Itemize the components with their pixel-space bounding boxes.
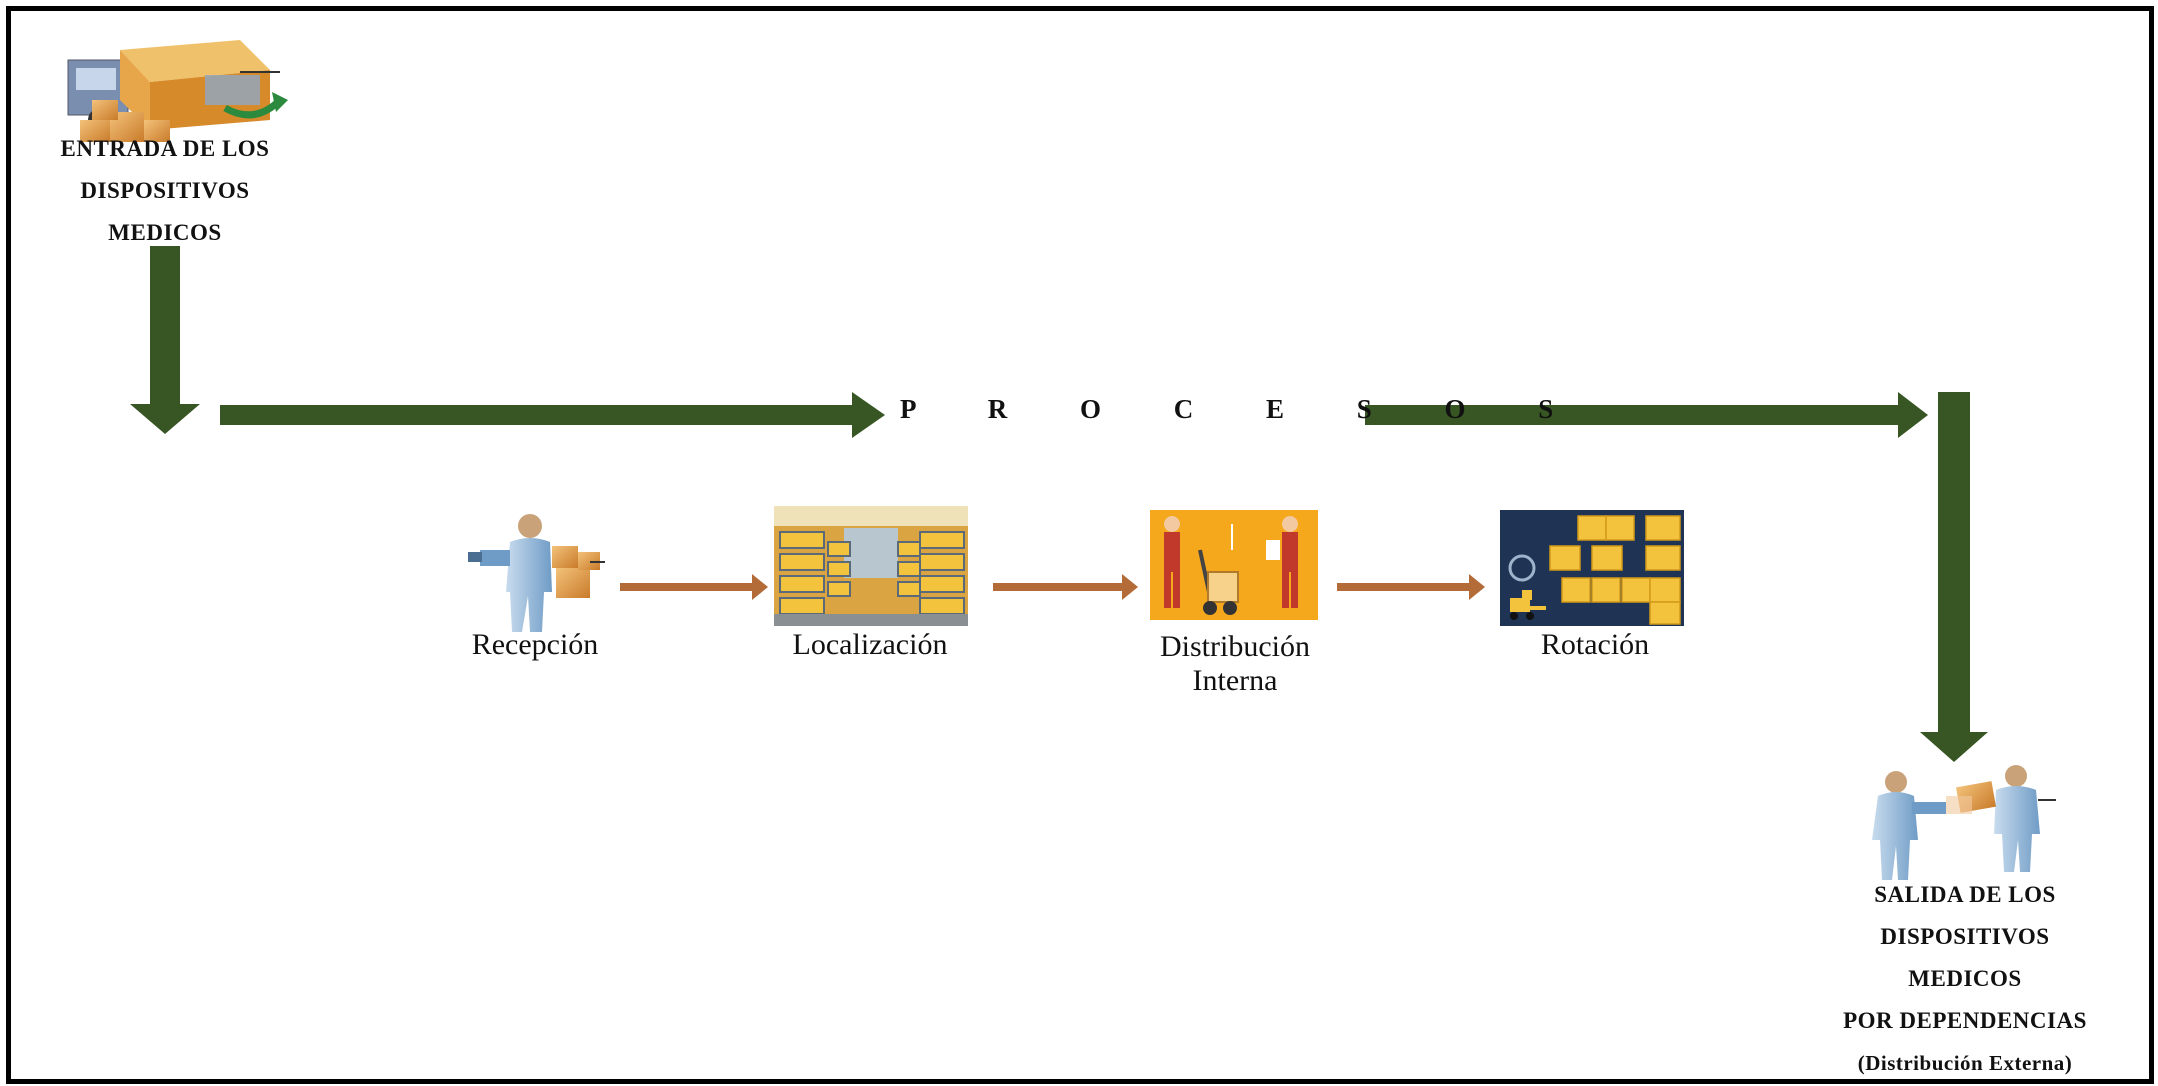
processes-label: P R O C E S O S xyxy=(900,394,1587,424)
step-label-line: Interna xyxy=(1192,664,1278,697)
exit-label-line-1: SALIDA DE LOS xyxy=(1874,882,2056,907)
step-label-line: Localización xyxy=(792,628,948,661)
step-label-recepcion: Recepción xyxy=(430,628,640,662)
step-arrow-1 xyxy=(620,574,768,600)
process-arrow-right xyxy=(1365,392,1928,438)
step-label-rotacion: Rotación xyxy=(1490,628,1700,662)
truck-unloading-boxes-icon xyxy=(67,40,288,142)
step-label-line: Distribución xyxy=(1160,630,1310,663)
process-arrow-left xyxy=(220,392,885,438)
diagram-frame xyxy=(6,6,2154,1084)
step-label-distribucion-interna: Distribución Interna xyxy=(1125,630,1345,698)
exit-label-line-2: DISPOSITIVOS xyxy=(1880,924,2050,949)
people-handing-box-icon xyxy=(1872,765,2056,880)
entry-down-arrow xyxy=(130,246,200,434)
entry-label-line-1: ENTRADA DE LOS xyxy=(60,136,270,161)
forklift-stacked-boxes-icon xyxy=(1500,510,1684,626)
workers-hand-truck-icon xyxy=(1150,510,1318,620)
person-receiving-boxes-icon xyxy=(468,514,605,632)
step-arrow-3 xyxy=(1337,574,1485,600)
entry-label-line-3: MEDICOS xyxy=(108,220,222,245)
entry-label-line-2: DISPOSITIVOS xyxy=(80,178,250,203)
exit-down-arrow xyxy=(1920,392,1988,762)
step-label-localizacion: Localización xyxy=(760,628,980,662)
step-label-line: Recepción xyxy=(471,628,599,661)
step-label-line: Rotación xyxy=(1540,628,1650,661)
exit-label-line-5: (Distribución Externa) xyxy=(1857,1051,2073,1075)
exit-label: SALIDA DE LOS DISPOSITIVOS MEDICOS POR D… xyxy=(1790,874,2140,1084)
warehouse-shelves-icon xyxy=(774,506,968,626)
step-arrow-2 xyxy=(993,574,1138,600)
exit-label-line-4: POR DEPENDENCIAS xyxy=(1843,1008,2087,1033)
entry-label: ENTRADA DE LOS DISPOSITIVOS MEDICOS xyxy=(10,128,320,254)
exit-label-line-3: MEDICOS xyxy=(1908,966,2022,991)
